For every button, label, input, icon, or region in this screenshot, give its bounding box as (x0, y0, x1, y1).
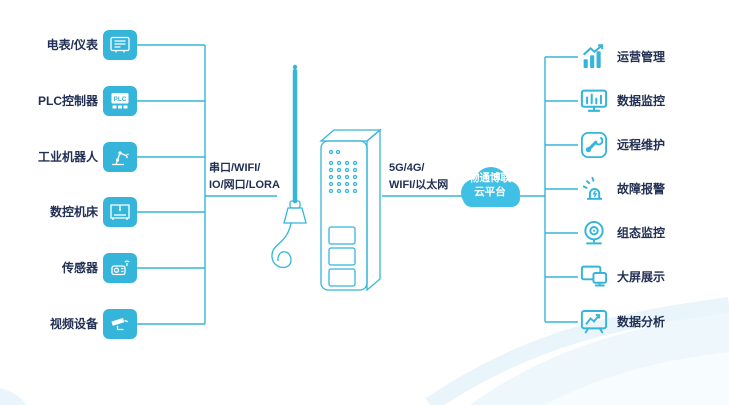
plc-icon: PLC (103, 86, 137, 116)
device-label: 工业机器人 (37, 150, 98, 164)
wan-protocols-line1: 5G/4G/ (389, 162, 425, 174)
device-label: 视频设备 (49, 317, 98, 331)
device-label: 传感器 (61, 261, 98, 275)
chart-board-icon (578, 306, 610, 338)
device-label: 数控机床 (49, 205, 98, 219)
cloud-icon (461, 167, 520, 207)
device-label: 电表/仪表 (46, 38, 98, 52)
uplink-protocols-line1: 串口/WIFI/ (209, 162, 261, 174)
device-label: PLC控制器 (37, 94, 98, 108)
plc-icon-text: PLC (114, 96, 127, 103)
wan-protocols-line2: WIFI/以太网 (389, 179, 449, 191)
gateway-router-illustration (271, 64, 382, 292)
alarm-icon (578, 173, 610, 205)
cnc-machine-icon (103, 197, 137, 227)
function-label: 远程维护 (617, 138, 666, 152)
monitor-chart-icon (578, 85, 610, 117)
function-label: 运营管理 (617, 50, 666, 64)
cloud-platform-suffix: 云平台 (474, 186, 506, 198)
function-label: 故障报警 (617, 182, 666, 196)
growth-chart-icon (578, 41, 610, 73)
dual-screen-icon (578, 261, 610, 293)
uplink-protocols-line2: IO/网口/LORA (209, 179, 280, 191)
cctv-camera-icon (103, 309, 137, 339)
function-label: 大屏展示 (617, 270, 666, 284)
wan-protocols-label: 5G/4G/ WIFI/以太网 (389, 160, 448, 194)
uplink-protocols-label: 串口/WIFI/ IO/网口/LORA (209, 160, 280, 194)
cloud-platform-name: 物通博联 (469, 172, 511, 184)
speaker-dots (328, 160, 358, 194)
meter-icon (103, 30, 137, 60)
webcam-icon (578, 217, 610, 249)
robot-arm-icon (103, 142, 137, 172)
function-label: 组态监控 (617, 226, 666, 240)
function-label: 数据分析 (617, 315, 666, 329)
wrench-icon (578, 129, 610, 161)
cloud-platform-label: 物通博联 云平台 (450, 171, 530, 199)
function-label: 数据监控 (617, 94, 666, 108)
sensor-icon (103, 253, 137, 283)
